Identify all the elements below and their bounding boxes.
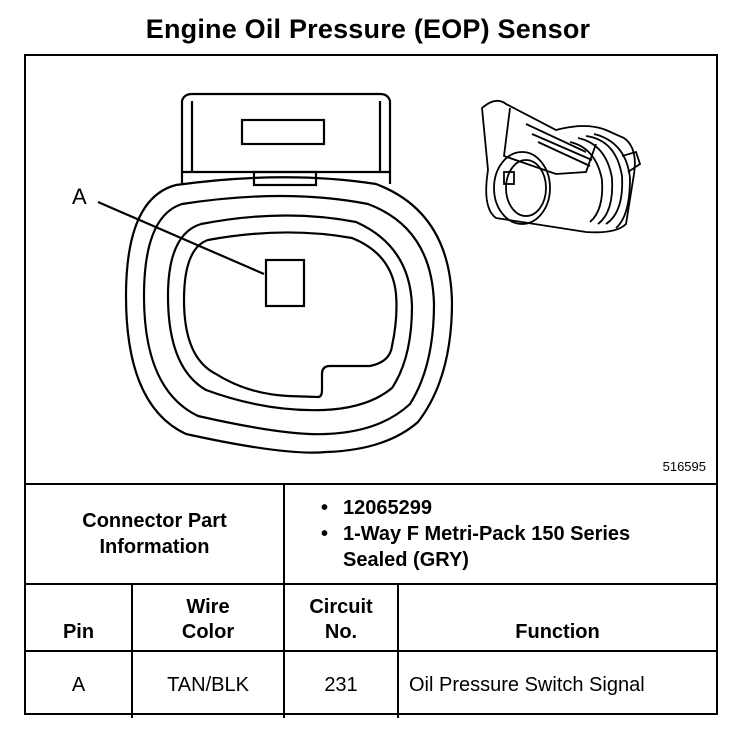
wire-color-cell: TAN/BLK: [131, 650, 285, 718]
column-header-function: Function: [397, 583, 716, 652]
function-cell: Oil Pressure Switch Signal: [397, 650, 716, 718]
list-item: •12065299: [321, 497, 432, 519]
diagram-title: Engine Oil Pressure (EOP) Sensor: [145, 14, 591, 44]
pin-a-callout-label: A: [72, 184, 87, 209]
pin-cell: A: [26, 650, 133, 718]
list-item: •1-Way F Metri-Pack 150 Series Sealed (G…: [321, 521, 716, 573]
diagram-frame: A 516595 Connector Part Information •120…: [24, 54, 718, 718]
connector-table: Connector Part Information •12065299 •1-…: [26, 483, 716, 718]
callout-leader-line: [97, 200, 265, 276]
table-row: A TAN/BLK 231 Oil Pressure Switch Signal: [26, 650, 716, 718]
connector-3d-sketch: [481, 99, 642, 234]
connector-part-info-values: •12065299 •1-Way F Metri-Pack 150 Series…: [283, 483, 716, 585]
connector-illustration: A: [26, 56, 716, 483]
connector-part-info-label: Connector Part Information: [26, 483, 285, 585]
connector-front-view: [124, 92, 454, 454]
circuit-cell: 231: [283, 650, 399, 718]
part-number: 12065299: [343, 497, 432, 519]
column-header-circuit-no: Circuit No.: [283, 583, 399, 652]
column-header-wire-color: Wire Color: [131, 583, 285, 652]
connector-info-row: Connector Part Information •12065299 •1-…: [26, 483, 716, 585]
table-header-row: Pin Wire Color Circuit No. Function: [26, 583, 716, 652]
column-header-pin: Pin: [26, 583, 133, 652]
figure-number: 516595: [662, 459, 706, 474]
terminal-a-cavity: [264, 258, 306, 308]
connector-type: 1-Way F Metri-Pack 150 Series Sealed (GR…: [343, 523, 631, 571]
